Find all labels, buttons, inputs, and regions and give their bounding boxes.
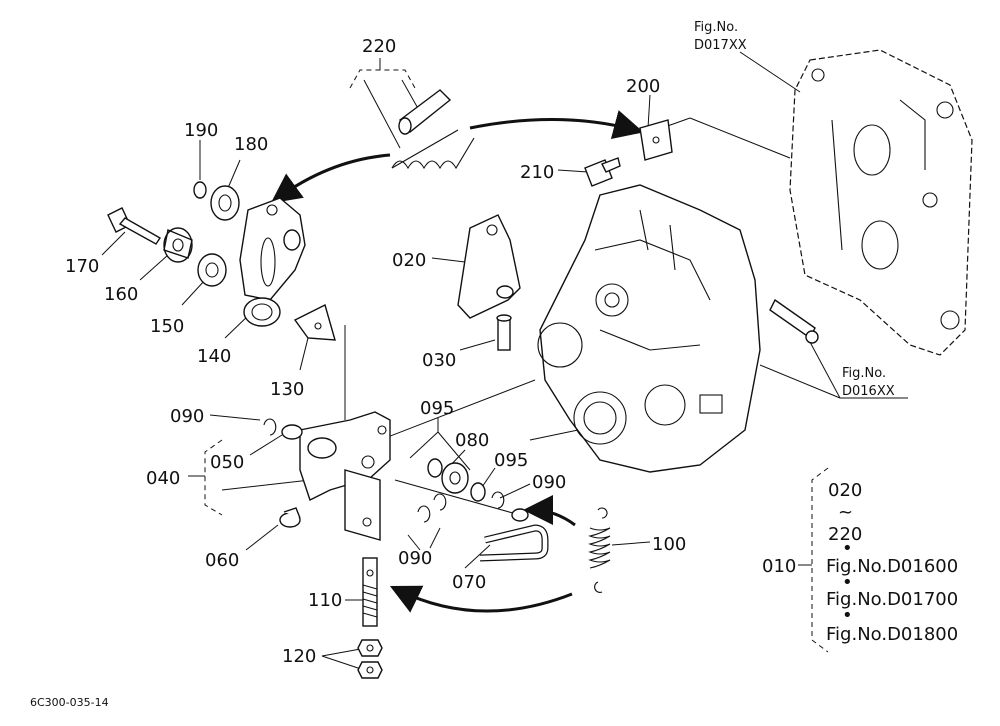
fig-ref-mid-line2: D016XX bbox=[842, 384, 895, 399]
fig-ref-top-line1: Fig.No. bbox=[694, 20, 738, 35]
part-180-bearing bbox=[210, 185, 240, 221]
part-095-washer-b bbox=[470, 482, 486, 502]
part-090-clip-b bbox=[491, 491, 505, 509]
figure-references: Fig.No. D017XX Fig.No. D016XX bbox=[694, 20, 895, 399]
part-030-bolt bbox=[496, 314, 512, 351]
label-140: 140 bbox=[197, 346, 231, 367]
svg-text:•: • bbox=[842, 572, 853, 593]
part-090-clip-c bbox=[417, 493, 447, 523]
label-090-a: 090 bbox=[170, 406, 204, 427]
part-220-pin-spring bbox=[391, 89, 475, 170]
fig-ref-top-line2: D017XX bbox=[694, 38, 747, 53]
pin-d016xx bbox=[769, 298, 819, 344]
label-030: 030 bbox=[422, 350, 456, 371]
part-050-bushing bbox=[281, 424, 303, 440]
drawing-code: 6C300-035-14 bbox=[30, 696, 109, 709]
transmission-case bbox=[537, 184, 761, 473]
assembly-legend: 020 ~ 220 • 010 Fig.No.D01600 • Fig.No.D… bbox=[762, 480, 958, 645]
part-020-arm bbox=[457, 214, 521, 319]
label-220: 220 bbox=[362, 36, 396, 57]
label-130: 130 bbox=[270, 379, 304, 400]
part-080-roller bbox=[441, 462, 469, 494]
label-070: 070 bbox=[452, 572, 486, 593]
legend-assembly: 010 bbox=[762, 556, 796, 577]
label-190: 190 bbox=[184, 120, 218, 141]
label-090-b: 090 bbox=[532, 472, 566, 493]
part-210-bolt bbox=[584, 157, 621, 187]
legend-from: 020 bbox=[828, 480, 862, 501]
leader-lines bbox=[101, 51, 908, 671]
part-140-sleeve bbox=[243, 297, 281, 327]
legend-to: 220 bbox=[828, 524, 862, 545]
part-190-circlip bbox=[193, 181, 207, 199]
label-110: 110 bbox=[308, 590, 342, 611]
label-050: 050 bbox=[210, 452, 244, 473]
label-200: 200 bbox=[626, 76, 660, 97]
bracket-roller bbox=[307, 437, 337, 459]
label-120: 120 bbox=[282, 646, 316, 667]
fig-ref-mid-line1: Fig.No. bbox=[842, 366, 886, 381]
label-080: 080 bbox=[455, 430, 489, 451]
part-040-bracket bbox=[299, 411, 391, 541]
part-200-plate bbox=[639, 119, 673, 161]
part-060-bolt bbox=[279, 507, 301, 528]
legend-fig-1: Fig.No.D01600 bbox=[826, 556, 958, 577]
part-070-rod bbox=[394, 479, 549, 562]
svg-text:•: • bbox=[842, 538, 853, 559]
part-100-spring bbox=[588, 507, 611, 593]
label-095-a: 095 bbox=[420, 398, 454, 419]
part-110-threaded-rod bbox=[362, 557, 378, 627]
flow-arrows bbox=[270, 110, 644, 613]
svg-text:•: • bbox=[842, 605, 853, 626]
legend-fig-2: Fig.No.D01700 bbox=[826, 589, 958, 610]
legend-tilde: ~ bbox=[838, 502, 853, 523]
label-150: 150 bbox=[150, 316, 184, 337]
label-095-b: 095 bbox=[494, 450, 528, 471]
part-090-clip-a bbox=[263, 418, 277, 436]
label-060: 060 bbox=[205, 550, 239, 571]
label-170: 170 bbox=[65, 256, 99, 277]
lever-bracket bbox=[239, 197, 306, 301]
legend-fig-3: Fig.No.D01800 bbox=[826, 624, 958, 645]
label-100: 100 bbox=[652, 534, 686, 555]
label-040: 040 bbox=[146, 468, 180, 489]
part-150-bushing bbox=[197, 253, 227, 287]
label-020: 020 bbox=[392, 250, 426, 271]
part-130-shim bbox=[293, 303, 336, 341]
part-labels: 220 200 210 190 180 170 160 150 140 130 … bbox=[65, 36, 686, 667]
part-160-collar bbox=[163, 227, 193, 263]
label-180: 180 bbox=[234, 134, 268, 155]
part-170-bolt bbox=[107, 207, 161, 245]
part-120-nuts bbox=[357, 639, 383, 679]
label-160: 160 bbox=[104, 284, 138, 305]
label-210: 210 bbox=[520, 162, 554, 183]
label-090-c: 090 bbox=[398, 548, 432, 569]
part-095-washer-a bbox=[427, 458, 443, 478]
valve-housing-d017xx bbox=[789, 49, 973, 356]
